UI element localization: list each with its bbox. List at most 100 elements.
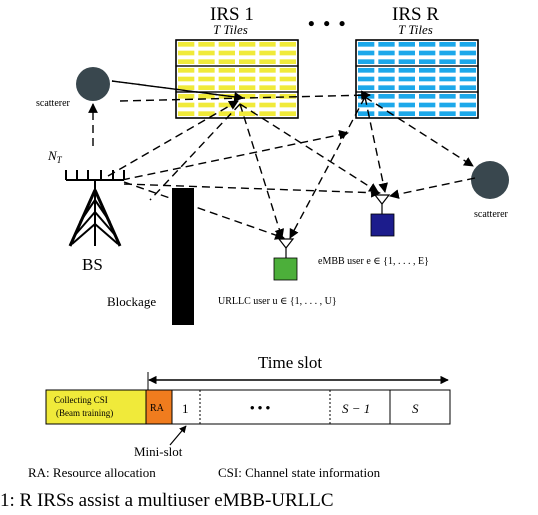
irs1-element (218, 42, 235, 47)
irs1-element (259, 85, 276, 90)
irsR-element (419, 50, 436, 56)
csi-block-line2: (Beam training) (56, 408, 113, 418)
slot-track (171, 389, 451, 425)
irsR-label: IRS R (392, 4, 439, 25)
irsR-element (459, 102, 476, 108)
irsR-element (378, 102, 395, 108)
irs1-element (198, 68, 215, 73)
irsR-element (419, 94, 436, 99)
irs1-element (218, 59, 235, 64)
irs1-label: IRS 1 (210, 4, 254, 25)
irs1-element (259, 111, 276, 116)
irs1-element (218, 111, 235, 116)
irsR-element (439, 111, 456, 116)
csi-block (45, 389, 147, 425)
irsR-element (398, 76, 415, 82)
irsR-element (439, 94, 456, 99)
irsR-element (398, 59, 415, 64)
irsR-element (419, 68, 436, 73)
irs1-element (198, 85, 215, 90)
irs1-element (178, 42, 195, 47)
legend-csi: CSI: Channel state information (218, 465, 381, 480)
irs1-element (239, 68, 256, 73)
irsR-element (358, 102, 375, 108)
irsR-element (439, 76, 456, 82)
minislot-label: Mini-slot (134, 444, 183, 459)
irsR-element (398, 68, 415, 73)
irsR-element (378, 42, 395, 47)
bs-label: BS (82, 255, 103, 274)
irs1-element (239, 76, 256, 82)
irs1-element (178, 102, 195, 108)
irs1-element (279, 111, 296, 116)
irs1-tile-row (175, 91, 299, 119)
irsR-element (358, 111, 375, 116)
irsR-panel (355, 39, 479, 119)
irs1-element (239, 102, 256, 108)
irs1-element (218, 68, 235, 73)
irsR-element (398, 111, 415, 116)
signal-paths (88, 80, 476, 240)
irsR-element (439, 50, 456, 56)
irsR-element (398, 85, 415, 90)
bs-antenna-icon (65, 170, 125, 247)
irsR-element (378, 76, 395, 82)
urllc-user-label: URLLC user u ∈ {1, . . . , U} (218, 296, 337, 307)
irs1-element (198, 50, 215, 56)
irsR-element (419, 111, 436, 116)
irsR-element (358, 59, 375, 64)
scatterer-left-label: scatterer (36, 98, 71, 109)
irsR-element (459, 85, 476, 90)
irs1-element (218, 102, 235, 108)
irsR-element (419, 76, 436, 82)
irs1-element (178, 85, 195, 90)
irs1-element (198, 42, 215, 47)
irsR-element (378, 111, 395, 116)
irs1-element (239, 111, 256, 116)
irs1-element (239, 85, 256, 90)
irs1-element (259, 94, 276, 99)
irs1-element (259, 50, 276, 56)
timeslot-title: Time slot (258, 353, 322, 372)
irs1-element (239, 50, 256, 56)
irs1-element (198, 76, 215, 82)
irs1-element (178, 94, 195, 99)
blockage-wall (172, 188, 194, 325)
irs1-element (279, 102, 296, 108)
irsR-element (459, 76, 476, 82)
slot-dots: • • • (250, 400, 271, 415)
irs1-element (218, 50, 235, 56)
irs1-element (279, 85, 296, 90)
ra-block-label: RA (150, 403, 165, 414)
embb-user-icon (370, 194, 395, 237)
irs1-element (198, 102, 215, 108)
irsR-element (398, 42, 415, 47)
irsR-element (459, 50, 476, 56)
irsR-element (459, 94, 476, 99)
irs1-element (198, 111, 215, 116)
irs1-element (279, 42, 296, 47)
irsR-element (358, 85, 375, 90)
irs1-element (218, 85, 235, 90)
irsR-element (358, 42, 375, 47)
irsR-element (459, 59, 476, 64)
irsR-element (378, 50, 395, 56)
irs1-element (239, 94, 256, 99)
scatterer-left-icon (76, 67, 110, 101)
irsR-tile-row (355, 91, 479, 119)
irsR-element (459, 68, 476, 73)
blockage-label: Blockage (107, 294, 156, 309)
irs1-element (279, 68, 296, 73)
irs1-element (198, 94, 215, 99)
minislot-pointer (169, 425, 187, 446)
irsR-element (439, 42, 456, 47)
slot-1-label: 1 (182, 401, 189, 416)
irsR-element (398, 102, 415, 108)
irs1-element (239, 59, 256, 64)
scatterer-right-label: scatterer (474, 209, 509, 220)
irs1-element (259, 59, 276, 64)
slot-s-label: S (412, 401, 419, 416)
irs1-element (178, 68, 195, 73)
